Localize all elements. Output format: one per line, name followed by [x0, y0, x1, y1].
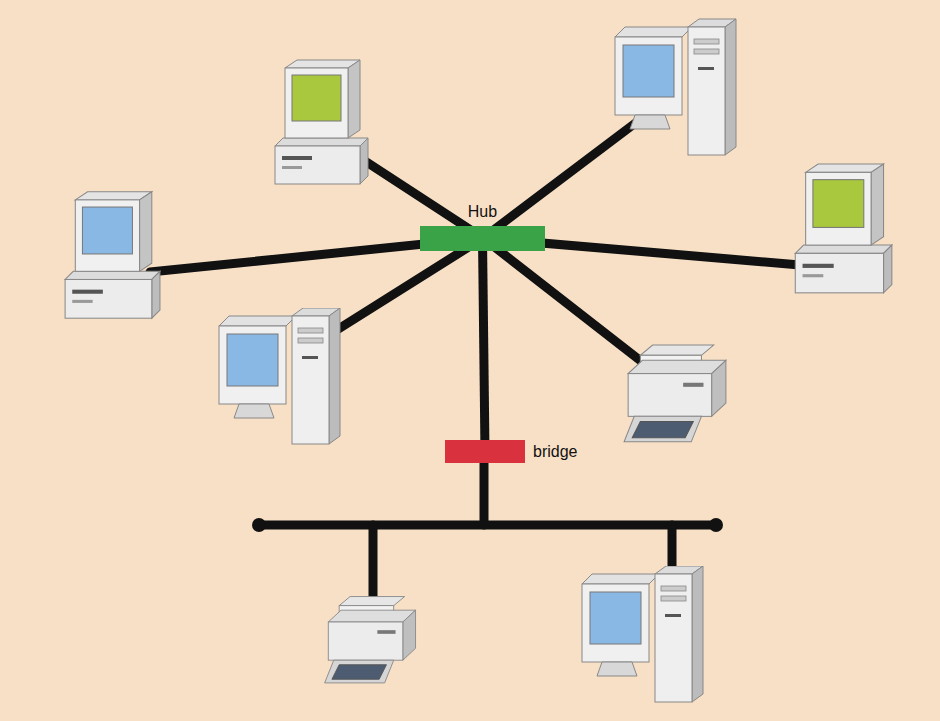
hub-bar: Hub	[420, 226, 545, 251]
node-label: Hub	[466, 202, 499, 221]
network-cables	[150, 112, 800, 610]
bridge-bar: bridge	[445, 440, 525, 463]
computer-icon	[615, 19, 736, 155]
computer-icon	[65, 192, 160, 318]
bus-line	[260, 521, 715, 530]
printer-icon	[624, 345, 726, 442]
cable	[480, 462, 489, 525]
network-cable	[483, 251, 485, 440]
computer-icon	[582, 566, 703, 702]
bus-terminator	[252, 518, 266, 532]
printer-icon	[325, 597, 416, 683]
node-label: bridge	[531, 442, 579, 461]
computer-icon	[219, 308, 340, 444]
computer-icon	[275, 60, 368, 184]
cable	[483, 112, 650, 238]
computer-icon	[795, 164, 892, 293]
bus-terminator	[709, 518, 723, 532]
cable	[483, 238, 655, 372]
